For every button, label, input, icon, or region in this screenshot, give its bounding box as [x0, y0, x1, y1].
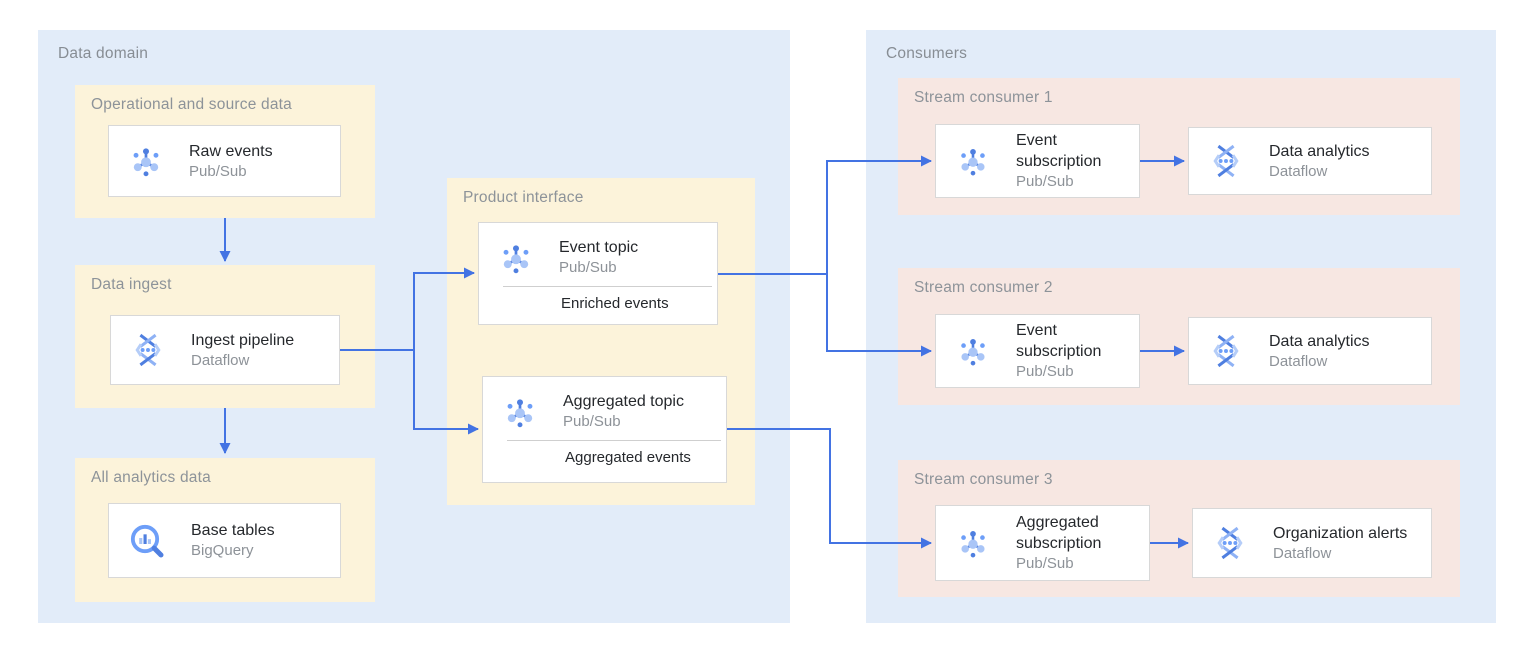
panel-data-domain-label: Data domain: [58, 45, 149, 62]
node-subtitle: Dataflow: [1273, 544, 1332, 562]
node-title: Organization alerts: [1273, 524, 1408, 542]
node-title: Aggregated topic: [563, 393, 684, 410]
group-operational-label: Operational and source data: [91, 96, 293, 113]
node-title: Event subscription: [1016, 132, 1102, 170]
node-data-analytics-2: Data analytics Dataflow: [1188, 317, 1432, 385]
node-subtitle: Pub/Sub: [1016, 555, 1074, 572]
dataflow-icon: [1211, 524, 1249, 562]
pubsub-icon: [497, 239, 535, 277]
node-event-subscription-2: Event subscription Pub/Sub: [935, 314, 1140, 388]
node-aggregated-subscription-3: Aggregated subscription Pub/Sub: [935, 505, 1150, 581]
node-caption: Enriched events: [561, 295, 669, 312]
dataflow-icon: [1207, 332, 1245, 370]
node-title: Data analytics: [1269, 332, 1370, 350]
panel-consumers: Consumers Stream consumer 1 Event subscr…: [866, 30, 1496, 623]
pubsub-icon: [954, 332, 992, 370]
group-all-analytics-data: All analytics data Base tables BigQuery: [75, 458, 375, 602]
node-subtitle: Dataflow: [1269, 352, 1328, 370]
node-data-analytics-1: Data analytics Dataflow: [1188, 127, 1432, 195]
node-subtitle: BigQuery: [191, 542, 254, 559]
pubsub-icon: [954, 524, 992, 562]
group-data-ingest-label: Data ingest: [91, 276, 172, 293]
bigquery-icon: [127, 522, 167, 560]
node-title: Aggregated subscription: [1016, 514, 1102, 552]
node-subtitle: Pub/Sub: [189, 162, 247, 180]
node-aggregated-topic: Aggregated topic Pub/Sub Aggregated even…: [482, 376, 727, 483]
node-event-topic: Event topic Pub/Sub Enriched events: [478, 222, 718, 325]
node-caption: Aggregated events: [565, 449, 691, 466]
group-stream-consumer-1-label: Stream consumer 1: [914, 89, 1053, 106]
group-product-interface: Product interface Event topic Pub/Sub: [447, 178, 755, 505]
node-subtitle: Pub/Sub: [559, 259, 617, 276]
panel-data-domain: Data domain Operational and source data …: [38, 30, 790, 623]
group-stream-consumer-1: Stream consumer 1 Event subscription Pub…: [898, 78, 1460, 215]
node-title: Ingest pipeline: [191, 331, 295, 349]
group-all-analytics-label: All analytics data: [91, 469, 211, 486]
node-subtitle: Dataflow: [1269, 162, 1328, 180]
node-subtitle: Pub/Sub: [1016, 173, 1074, 190]
dataflow-icon: [129, 331, 167, 369]
panel-consumers-label: Consumers: [886, 45, 968, 62]
node-subtitle: Pub/Sub: [1016, 363, 1074, 380]
pubsub-icon: [127, 142, 165, 180]
node-organization-alerts-3: Organization alerts Dataflow: [1192, 508, 1432, 578]
group-operational-source-data: Operational and source data Raw events P…: [75, 85, 375, 218]
node-title: Event subscription: [1016, 322, 1102, 360]
group-stream-consumer-3-label: Stream consumer 3: [914, 471, 1053, 488]
node-raw-events: Raw events Pub/Sub: [108, 125, 341, 197]
node-title: Event topic: [559, 239, 639, 256]
pubsub-icon: [954, 142, 992, 180]
node-title: Data analytics: [1269, 142, 1370, 160]
dataflow-icon: [1207, 142, 1245, 180]
group-stream-consumer-3: Stream consumer 3 Aggregated subscriptio…: [898, 460, 1460, 597]
group-stream-consumer-2-label: Stream consumer 2: [914, 279, 1053, 296]
node-base-tables: Base tables BigQuery: [108, 503, 341, 578]
node-ingest-pipeline: Ingest pipeline Dataflow: [110, 315, 340, 385]
node-title: Raw events: [189, 142, 273, 160]
card-divider: [507, 440, 721, 441]
node-title: Base tables: [191, 522, 275, 539]
group-data-ingest: Data ingest Ingest pipeline Dataflow: [75, 265, 375, 408]
card-divider: [503, 286, 712, 287]
node-event-subscription-1: Event subscription Pub/Sub: [935, 124, 1140, 198]
pubsub-icon: [501, 393, 539, 431]
node-subtitle: Pub/Sub: [563, 413, 621, 430]
group-stream-consumer-2: Stream consumer 2 Event subscription Pub…: [898, 268, 1460, 405]
node-subtitle: Dataflow: [191, 351, 250, 369]
group-product-interface-label: Product interface: [463, 189, 584, 206]
